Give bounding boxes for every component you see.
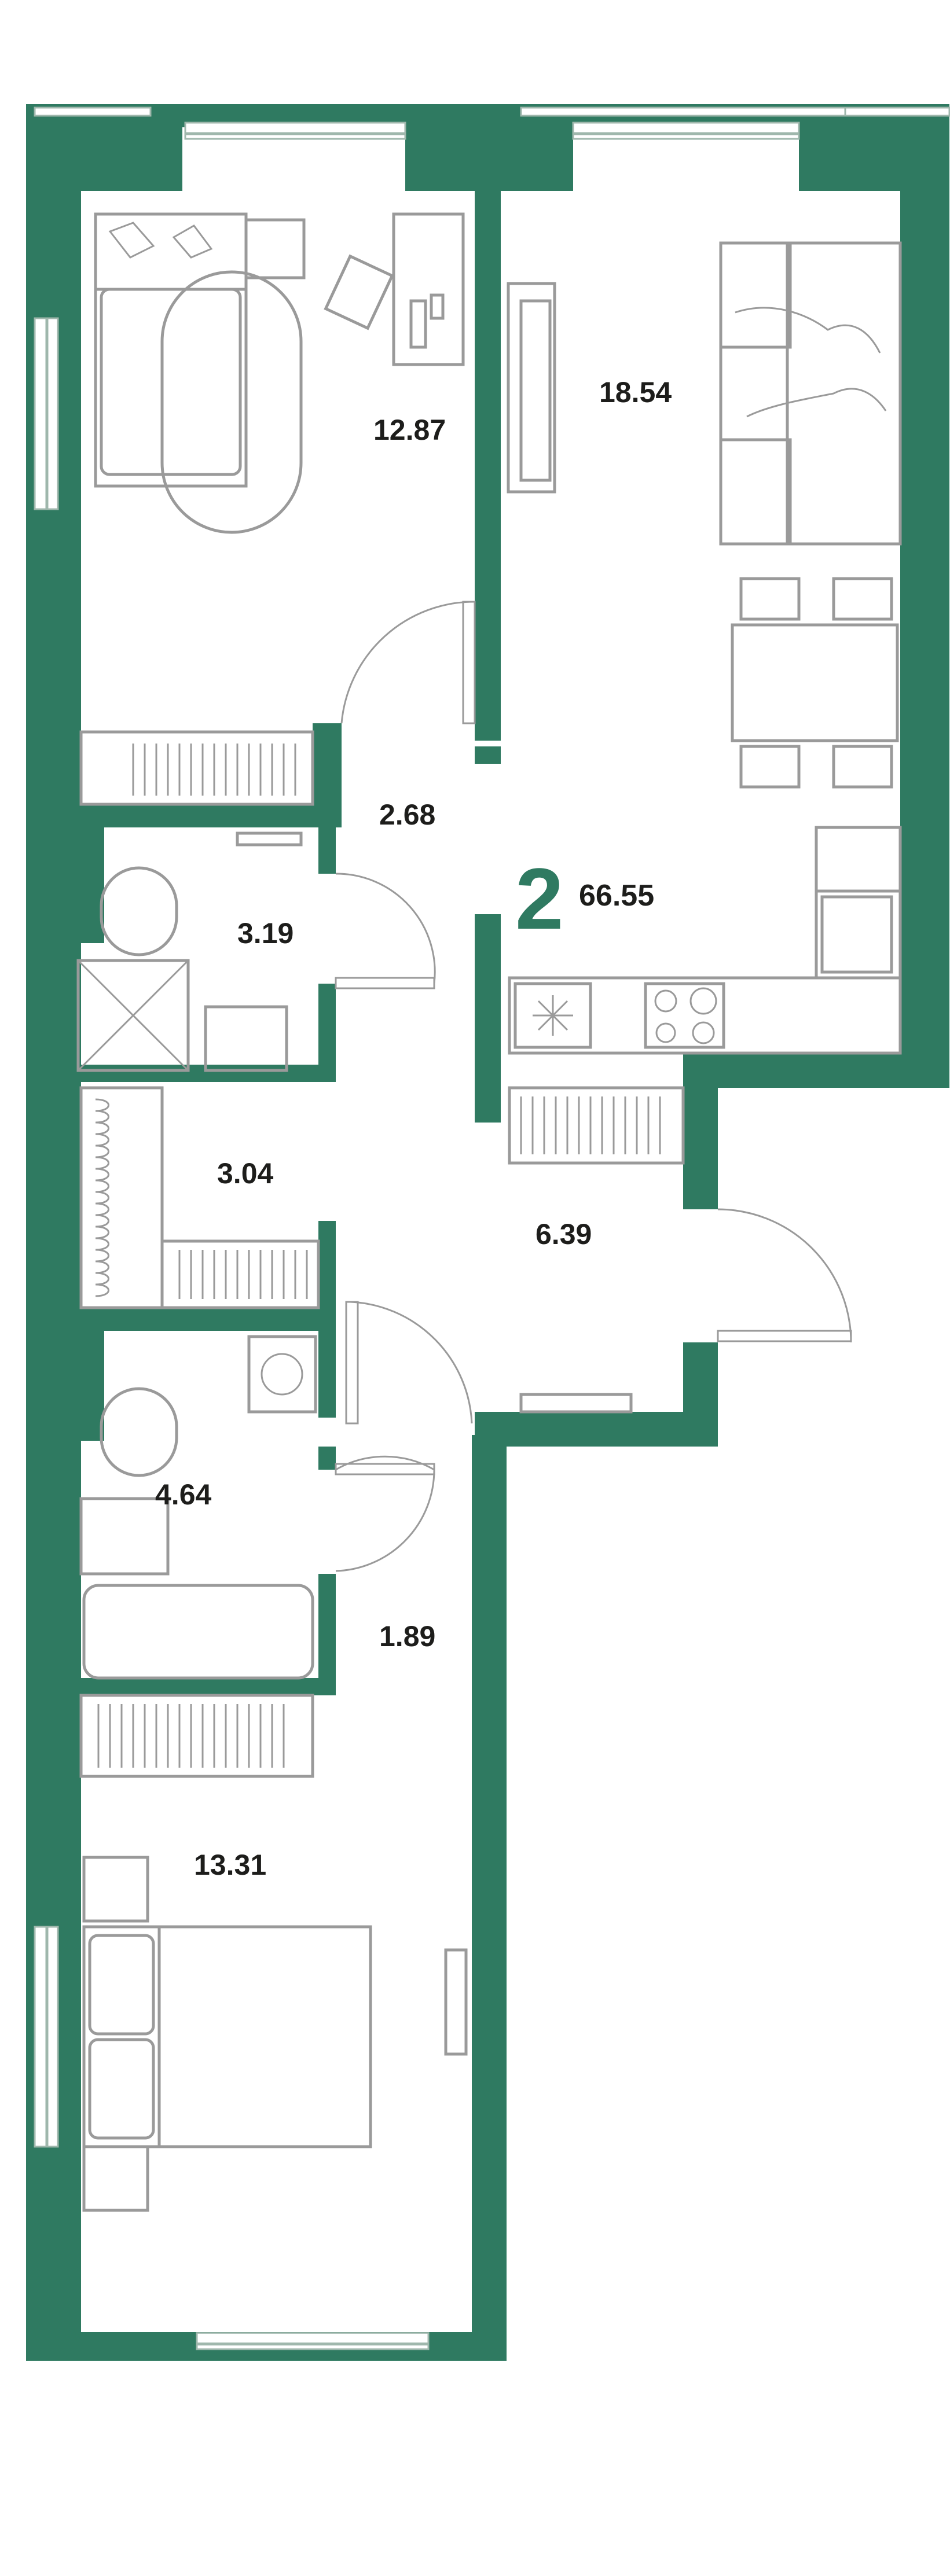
apartment-summary: 2 66.55	[515, 850, 654, 947]
total-area: 66.55	[579, 879, 654, 912]
area-label-bedroom-1: 12.87	[373, 414, 446, 446]
area-label-corridor: 2.68	[379, 798, 435, 831]
area-label-hallway: 6.39	[535, 1218, 592, 1250]
area-label-wardrobe: 3.04	[217, 1157, 274, 1190]
rooms-count: 2	[515, 850, 563, 947]
living-kitchen-furniture	[507, 241, 902, 1055]
windows	[34, 106, 950, 2350]
bedroom-1-furniture	[79, 212, 465, 806]
bedroom-2-furniture	[79, 1694, 468, 2212]
bathroom-furniture	[79, 1335, 317, 1680]
area-label-bedroom-2: 13.31	[194, 1849, 266, 1881]
area-label-corridor-2: 1.89	[379, 1620, 435, 1653]
doors	[335, 601, 852, 1572]
wardrobe-furniture	[79, 1086, 320, 1309]
area-label-wc: 3.19	[237, 917, 294, 950]
area-label-bathroom: 4.64	[155, 1478, 212, 1511]
room-labels: 12.87 18.54 2.68 3.19 3.04 6.39 4.64 1.8…	[155, 376, 672, 1881]
area-label-living-kitchen: 18.54	[599, 376, 672, 409]
wc-furniture	[76, 831, 303, 1072]
hallway-furniture	[508, 1086, 685, 1414]
